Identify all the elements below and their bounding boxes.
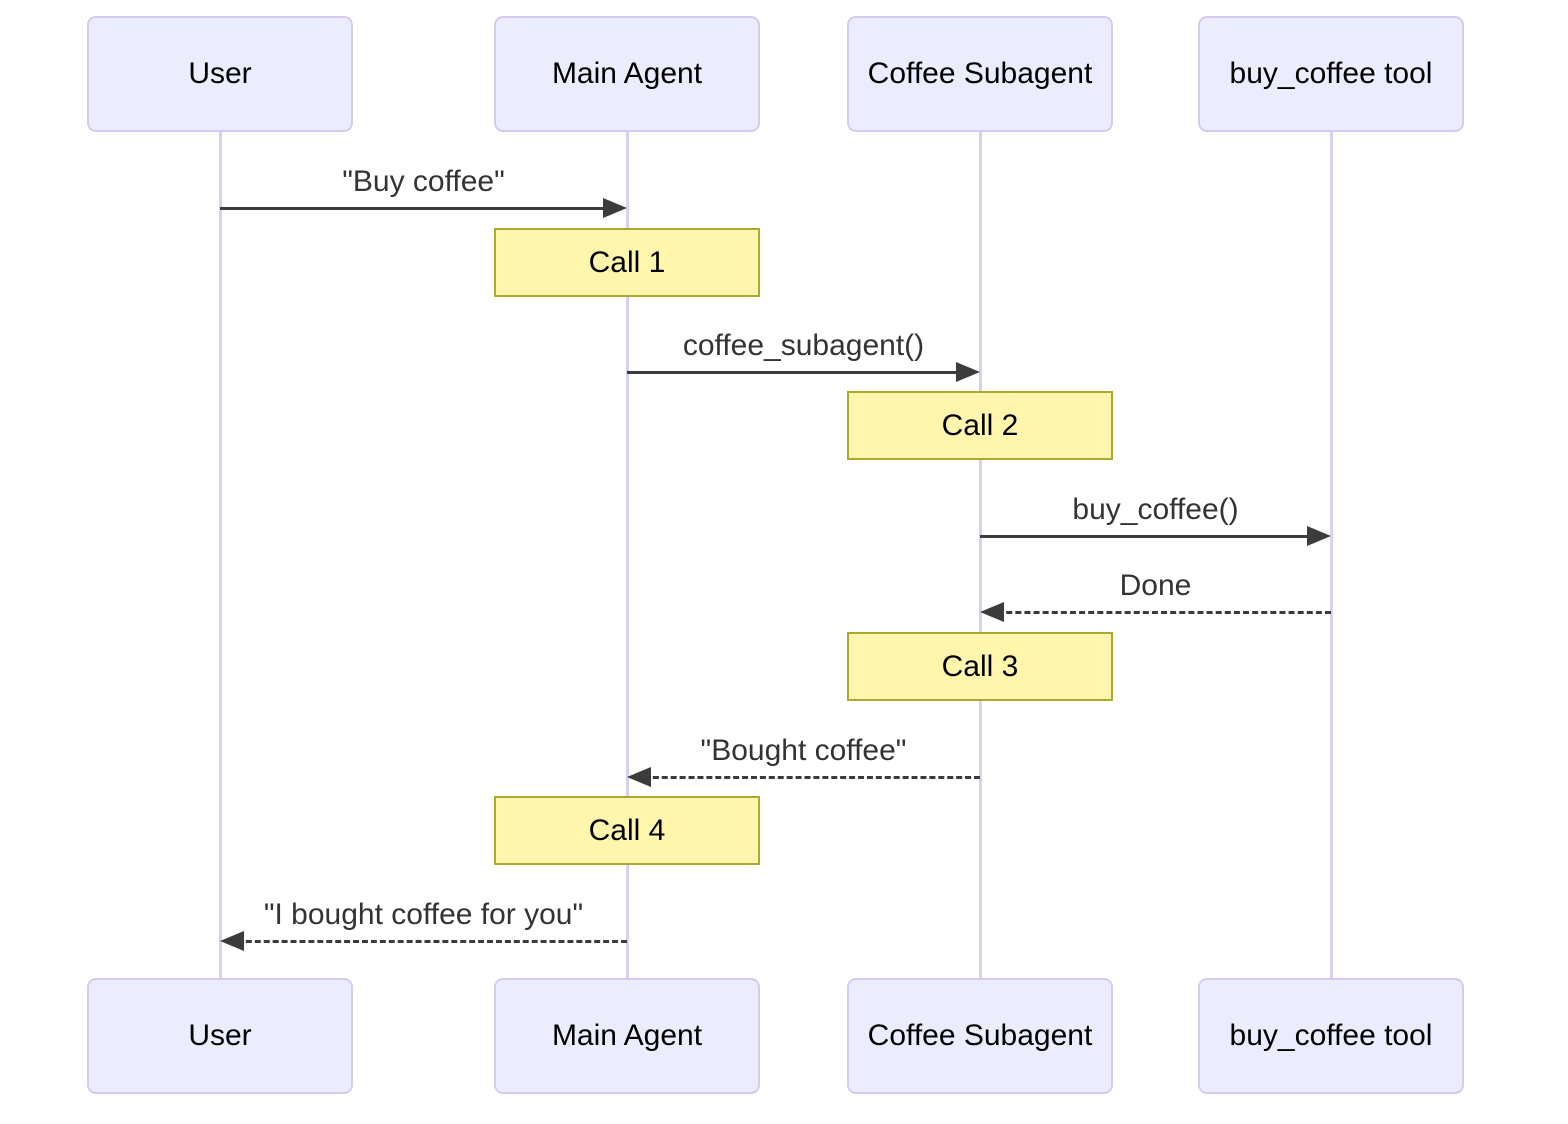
message-line-i-bought-coffee-for-you (228, 940, 627, 943)
note-call-1: Call 1 (494, 228, 760, 297)
message-label: "I bought coffee for you" (263, 898, 584, 931)
participant-user-top: User (87, 16, 353, 132)
message-line-buy-coffee (980, 535, 1323, 538)
arrowhead-icon (956, 362, 980, 382)
lifeline-coffee-subagent (978, 130, 982, 980)
lifeline-user (218, 130, 222, 980)
participant-coffee-subagent-bottom: Coffee Subagent (847, 978, 1113, 1094)
message-label: "Bought coffee" (700, 734, 907, 767)
lifeline-buy-coffee-tool (1329, 130, 1333, 980)
participant-main-agent-top: Main Agent (494, 16, 760, 132)
lifeline-main-agent (625, 130, 629, 980)
message-label: Done (1119, 569, 1192, 602)
arrowhead-icon (220, 931, 244, 951)
participant-buy-coffee-tool-top: buy_coffee tool (1198, 16, 1464, 132)
participant-user-bottom: User (87, 978, 353, 1094)
participant-buy-coffee-tool-bottom: buy_coffee tool (1198, 978, 1464, 1094)
message-label: coffee_subagent() (682, 329, 925, 362)
participant-main-agent-bottom: Main Agent (494, 978, 760, 1094)
message-line-buy-coffee (220, 207, 619, 210)
note-call-3: Call 3 (847, 632, 1113, 701)
message-line-bought-coffee (635, 776, 980, 779)
arrowhead-icon (603, 198, 627, 218)
message-label: "Buy coffee" (342, 165, 505, 198)
arrowhead-icon (1307, 526, 1331, 546)
message-label: buy_coffee() (1072, 493, 1239, 526)
participant-coffee-subagent-top: Coffee Subagent (847, 16, 1113, 132)
arrowhead-icon (627, 767, 651, 787)
message-line-coffee-subagent (627, 371, 972, 374)
note-call-2: Call 2 (847, 391, 1113, 460)
arrowhead-icon (980, 602, 1004, 622)
note-call-4: Call 4 (494, 796, 760, 865)
message-line-done (988, 611, 1331, 614)
